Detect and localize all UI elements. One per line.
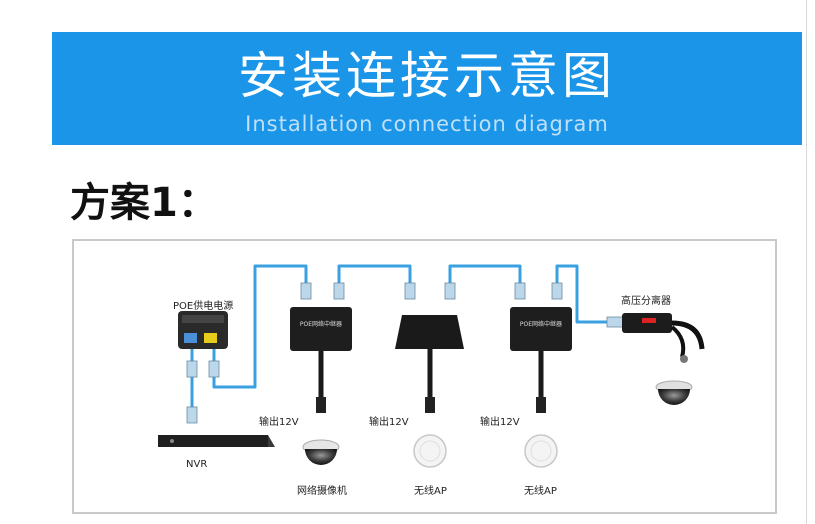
plug-poe-out-1 <box>186 360 198 378</box>
rj45-plugs <box>186 282 624 424</box>
label-nvr: NVR <box>186 459 208 470</box>
label-ap-1: 无线AP <box>414 486 447 497</box>
dome-camera-right <box>655 380 693 405</box>
plug-repeater-1-out <box>333 282 345 300</box>
wireless-ap-1 <box>413 434 447 468</box>
plug-poe-out-2 <box>208 360 220 378</box>
repeater-1-label: POE网络中继器 <box>300 320 342 328</box>
cable-poe-to-repeater-1 <box>212 264 308 389</box>
plug-repeater-1-in <box>300 282 312 300</box>
plug-repeater-2-out <box>551 282 563 300</box>
label-ap-2: 无线AP <box>524 486 557 497</box>
page-subtitle: Installation connection diagram <box>245 112 609 136</box>
plug-splitter-in <box>606 316 624 328</box>
poe-injector <box>395 315 464 413</box>
ethernet-cables <box>190 264 620 419</box>
scheme-title: 方案1： <box>70 180 218 226</box>
nvr-device <box>158 435 275 447</box>
label-output-2: 输出12V <box>369 417 409 428</box>
label-poe-supply: POE供电电源 <box>173 301 234 312</box>
label-output-1: 输出12V <box>259 417 299 428</box>
cable-repeater-1-to-injector <box>337 264 412 289</box>
network-camera <box>302 439 340 465</box>
label-splitter: 高压分离器 <box>621 296 671 307</box>
label-network-camera: 网络摄像机 <box>297 486 347 497</box>
repeater-2-label: POE网络中继器 <box>520 320 562 328</box>
label-output-3: 输出12V <box>480 417 520 428</box>
plug-injector-out <box>444 282 456 300</box>
poe-power-supply <box>178 311 228 349</box>
header-banner: 安装连接示意图 Installation connection diagram <box>52 32 802 145</box>
connection-diagram: POE网络中继器 POE网络中继器 <box>158 264 705 468</box>
plug-injector-in <box>404 282 416 300</box>
plug-nvr <box>186 406 198 424</box>
page-right-rule <box>806 0 807 524</box>
page-title: 安装连接示意图 <box>238 47 616 105</box>
cable-repeater-2-to-splitter <box>555 264 620 324</box>
cable-injector-to-repeater-2 <box>448 264 522 289</box>
poe-repeater-1: POE网络中继器 <box>290 307 352 413</box>
plug-repeater-2-in <box>514 282 526 300</box>
wireless-ap-2 <box>524 434 558 468</box>
poe-repeater-2: POE网络中继器 <box>510 307 572 413</box>
high-voltage-splitter <box>622 313 705 363</box>
